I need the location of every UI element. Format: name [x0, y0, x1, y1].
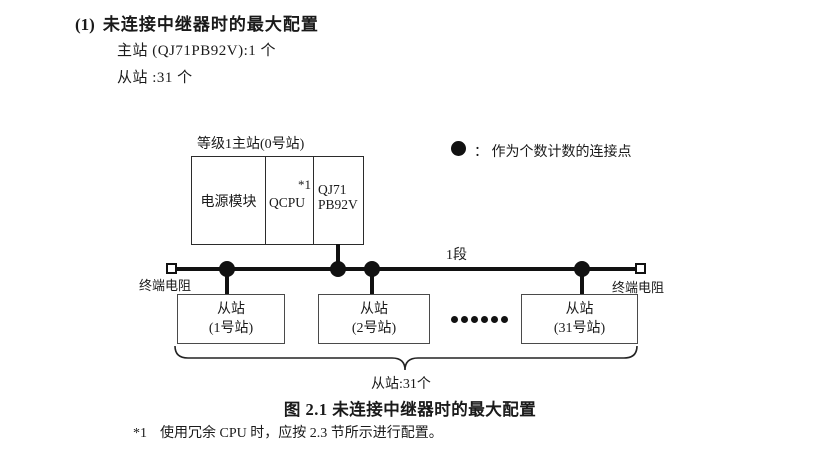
power-module-label: 电源模块: [200, 194, 257, 210]
slave-group-brace: [174, 345, 638, 371]
slave-1-station: (1号站): [208, 321, 254, 336]
terminator-label-left: 终端电阻: [139, 278, 192, 293]
footnote-marker: *1: [133, 426, 147, 441]
pb92v-label-line2: PB92V: [318, 197, 358, 212]
connection-point-icon: [451, 141, 466, 156]
power-module-cell: 电源模块: [192, 157, 265, 244]
section-title: 未连接中继器时的最大配置: [102, 15, 319, 34]
ellipsis-dot: [481, 316, 488, 323]
pb92v-cell: QJ71 PB92V: [313, 157, 363, 244]
footnote: *1 使用冗余 CPU 时，应按 2.3 节所示进行配置。: [133, 422, 443, 442]
slave1-drop-line: [225, 269, 229, 295]
cpu-footnote-marker: *1: [298, 177, 311, 192]
connection-dot-slave1: [219, 261, 235, 277]
master-drop-line: [336, 244, 340, 269]
segment-label: 1段: [446, 248, 467, 263]
slave-station-2-box: 从站 (2号站): [318, 294, 430, 344]
pb92v-label-line1: QJ71: [318, 182, 347, 197]
ellipsis-dot: [471, 316, 478, 323]
ellipsis-dot: [461, 316, 468, 323]
slave31-drop-line: [580, 269, 584, 296]
brace-label: 从站:31个: [371, 377, 431, 392]
figure-caption: 图 2.1 未连接中继器时的最大配置: [283, 400, 537, 419]
slave-station-31-box: 从站 (31号站): [521, 294, 638, 344]
connection-dot-master: [330, 261, 346, 277]
terminating-resistor-left: [166, 263, 177, 274]
slave-31-station: (31号站): [553, 321, 606, 336]
legend-text: ： 作为个数计数的连接点: [474, 145, 632, 160]
slave-2-station: (2号站): [351, 321, 397, 336]
connection-dot-slave2: [364, 261, 380, 277]
cpu-cell: *1 QCPU: [265, 157, 313, 244]
bus-line: [176, 267, 636, 271]
slave-2-name: 从站: [360, 302, 388, 317]
master-station-label: 等级1主站(0号站): [197, 137, 305, 152]
section-heading: (1) 未连接中继器时的最大配置: [75, 10, 319, 35]
slave2-drop-line: [370, 269, 374, 295]
ellipsis-dot: [451, 316, 458, 323]
slave-1-name: 从站: [217, 302, 245, 317]
terminator-label-right: 终端电阻: [612, 280, 665, 295]
cpu-label: QCPU: [269, 195, 306, 210]
slave-station-1-box: 从站 (1号站): [177, 294, 285, 344]
footnote-text: 使用冗余 CPU 时，应按 2.3 节所示进行配置。: [160, 426, 443, 441]
slave-31-name: 从站: [565, 302, 594, 317]
master-station-box: 电源模块 *1 QCPU QJ71 PB92V: [191, 156, 364, 245]
section-number: (1): [75, 15, 95, 34]
ellipsis-dot: [501, 316, 508, 323]
master-count-line: 主站 (QJ71PB92V):1 个: [117, 43, 277, 59]
slave-count-line: 从站 :31 个: [117, 70, 193, 86]
connection-dot-slave31: [574, 261, 590, 277]
terminating-resistor-right: [635, 263, 646, 274]
ellipsis-dot: [491, 316, 498, 323]
ellipsis-dots: [451, 316, 508, 323]
